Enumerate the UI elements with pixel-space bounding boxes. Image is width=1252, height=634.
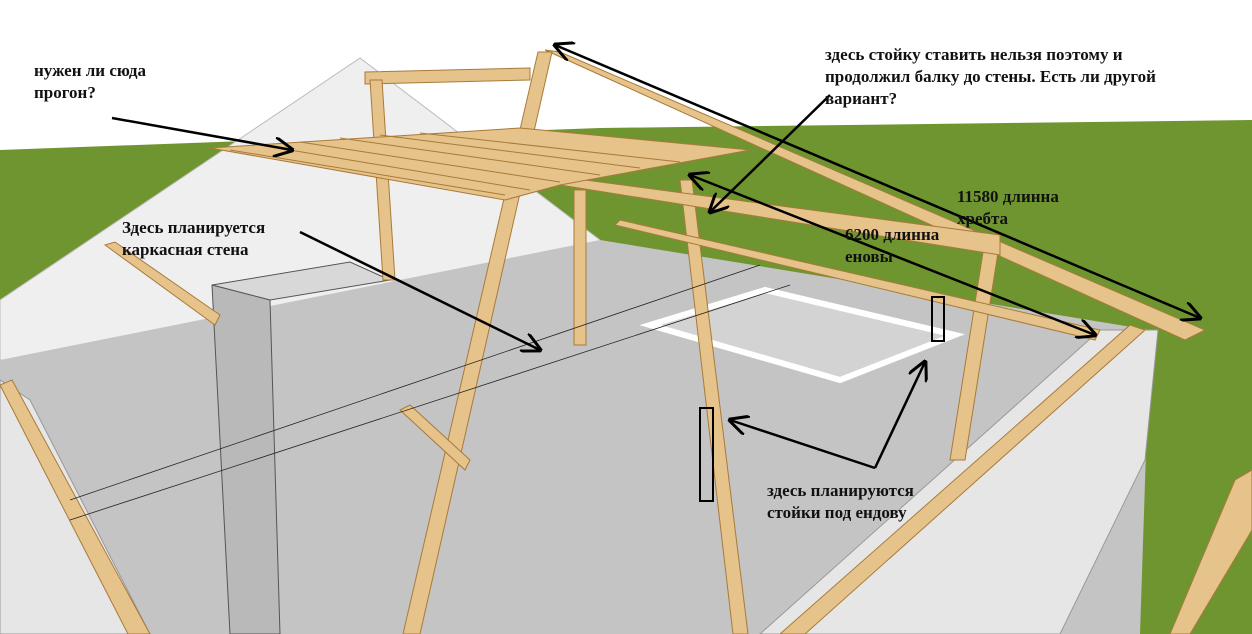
planned-post-marker	[699, 407, 714, 502]
hip-rafter-right	[779, 324, 1146, 634]
right-far-plate	[1169, 469, 1252, 634]
annotation-post-note: здесь стойку ставить нельзя поэтому и пр…	[825, 45, 1156, 108]
left-wall-plate	[0, 379, 151, 634]
brace	[399, 404, 471, 471]
interior-wall-face	[211, 284, 281, 634]
arrow-valley-post-1	[730, 420, 876, 470]
lower-left-beam	[103, 241, 221, 326]
annotation-frame-wall: Здесь планируется каркасная стена	[122, 218, 266, 259]
arrow-frame-wall	[299, 230, 540, 350]
annotation-ridge-length: 11580 длинна хребта	[957, 187, 1059, 228]
annotation-valley-posts: здесь планируются стойки под ендову	[767, 481, 914, 522]
arrow-purlin	[111, 116, 292, 150]
arrow-valley	[690, 175, 1095, 335]
post-center	[573, 189, 587, 346]
annotation-purlin-question: нужен ли сюда прогон?	[34, 61, 147, 102]
annotation-arrows	[111, 45, 1200, 470]
arrow-valley-post-2	[873, 362, 925, 469]
collar-beam	[364, 67, 531, 85]
annotation-valley-length: 6200 длинна еновы	[845, 225, 940, 266]
